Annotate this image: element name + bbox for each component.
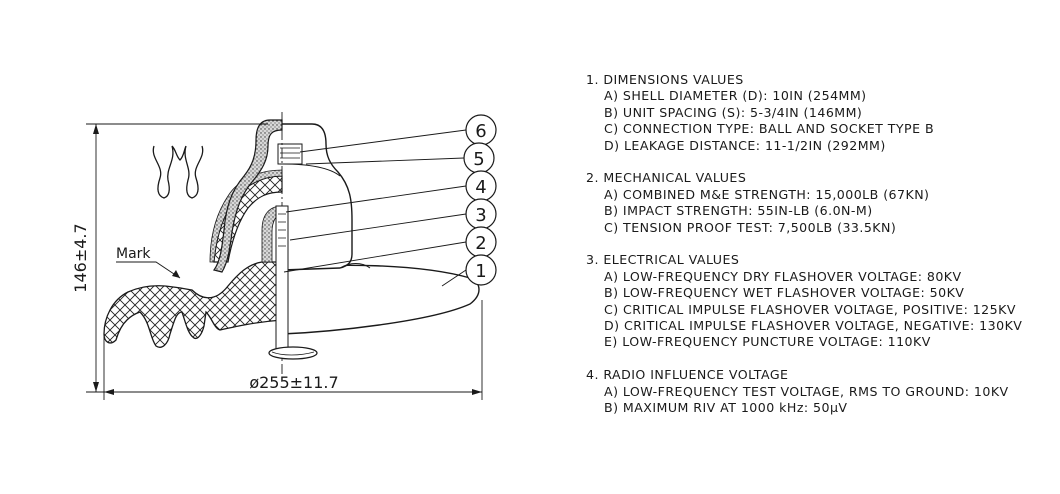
callout-6-number: 6 [475, 121, 486, 142]
spec-section-radio-influence: 4. RADIO INFLUENCE VOLTAGE A) LOW-FREQUE… [586, 367, 1056, 416]
spec-item: B) UNIT SPACING (S): 5-3/4IN (146MM) [604, 104, 863, 120]
mark-arrowhead [172, 270, 180, 278]
spec-section-title: 3. ELECTRICAL VALUES [586, 252, 740, 268]
callout-1-number: 1 [475, 261, 486, 282]
socket-cavity [277, 143, 303, 165]
mark-leader [116, 261, 181, 279]
shell-outer-profile [281, 264, 480, 335]
spec-item: C) CONNECTION TYPE: BALL AND SOCKET TYPE… [604, 121, 935, 137]
callout-3: 3 [465, 198, 497, 230]
callout-2: 2 [465, 226, 497, 258]
socket-shading [280, 147, 300, 159]
spec-item: B) IMPACT STRENGTH: 55IN-LB (6.0N-M) [604, 203, 873, 219]
spec-section-title: 1. DIMENSIONS VALUES [586, 72, 744, 87]
spec-item: A) LOW-FREQUENCY DRY FLASHOVER VOLTAGE: … [604, 268, 962, 284]
callout-6: 6 [465, 114, 497, 146]
insulator-drawing: 146±4.7 ø255±11.7 Mark 6 5 4 3 2 1 [71, 112, 497, 400]
spec-item: C) TENSION PROOF TEST: 7,500LB (33.5KN) [604, 219, 897, 235]
porcelain-section [103, 261, 283, 348]
callout-4: 4 [465, 170, 497, 202]
diameter-dimension-label: ø255±11.7 [249, 373, 338, 392]
spec-section-dimensions: 1. DIMENSIONS VALUES A) SHELL DIAMETER (… [586, 72, 1056, 154]
pin-ball-shading [271, 351, 315, 356]
mark-label: Mark [116, 246, 151, 262]
callout-1: 1 [465, 254, 497, 286]
spec-section-electrical: 3. ELECTRICAL VALUES A) LOW-FREQUENCY DR… [586, 252, 1056, 350]
callout-3-number: 3 [475, 205, 486, 226]
spec-section-title: 4. RADIO INFLUENCE VOLTAGE [586, 367, 789, 383]
cotter-key-detail [152, 145, 204, 199]
pin-ball [268, 346, 318, 360]
spec-item: B) MAXIMUM RIV AT 1000 kHz: 50μV [604, 400, 848, 416]
spec-item: E) LOW-FREQUENCY PUNCTURE VOLTAGE: 110KV [604, 334, 931, 350]
cap-section [212, 119, 283, 273]
callout-5-number: 5 [473, 149, 484, 170]
callout-4-number: 4 [475, 177, 486, 198]
height-dimension-label: 146±4.7 [71, 223, 90, 292]
cement-bead [339, 263, 371, 269]
spec-item: A) LOW-FREQUENCY TEST VOLTAGE, RMS TO GR… [604, 383, 1009, 399]
specifications-list: 1. DIMENSIONS VALUES A) SHELL DIAMETER (… [586, 72, 1056, 433]
spec-item: A) SHELL DIAMETER (D): 10IN (254MM) [604, 88, 867, 104]
spec-item: A) COMBINED M&E STRENGTH: 15,000LB (67KN… [604, 186, 930, 202]
callout-5: 5 [463, 142, 495, 174]
pin-shading [278, 213, 286, 247]
spec-item: D) CRITICAL IMPULSE FLASHOVER VOLTAGE, N… [604, 318, 1023, 334]
callout-leaders [283, 129, 467, 287]
spec-section-mechanical: 2. MECHANICAL VALUES A) COMBINED M&E STR… [586, 170, 1056, 236]
spec-item: D) LEAKAGE DISTANCE: 11-1/2IN (292MM) [604, 137, 886, 153]
spec-section-title: 2. MECHANICAL VALUES [586, 170, 747, 186]
callout-2-number: 2 [475, 233, 486, 254]
spec-item: C) CRITICAL IMPULSE FLASHOVER VOLTAGE, P… [604, 301, 1016, 317]
pin [275, 205, 289, 351]
spec-item: B) LOW-FREQUENCY WET FLASHOVER VOLTAGE: … [604, 285, 965, 301]
